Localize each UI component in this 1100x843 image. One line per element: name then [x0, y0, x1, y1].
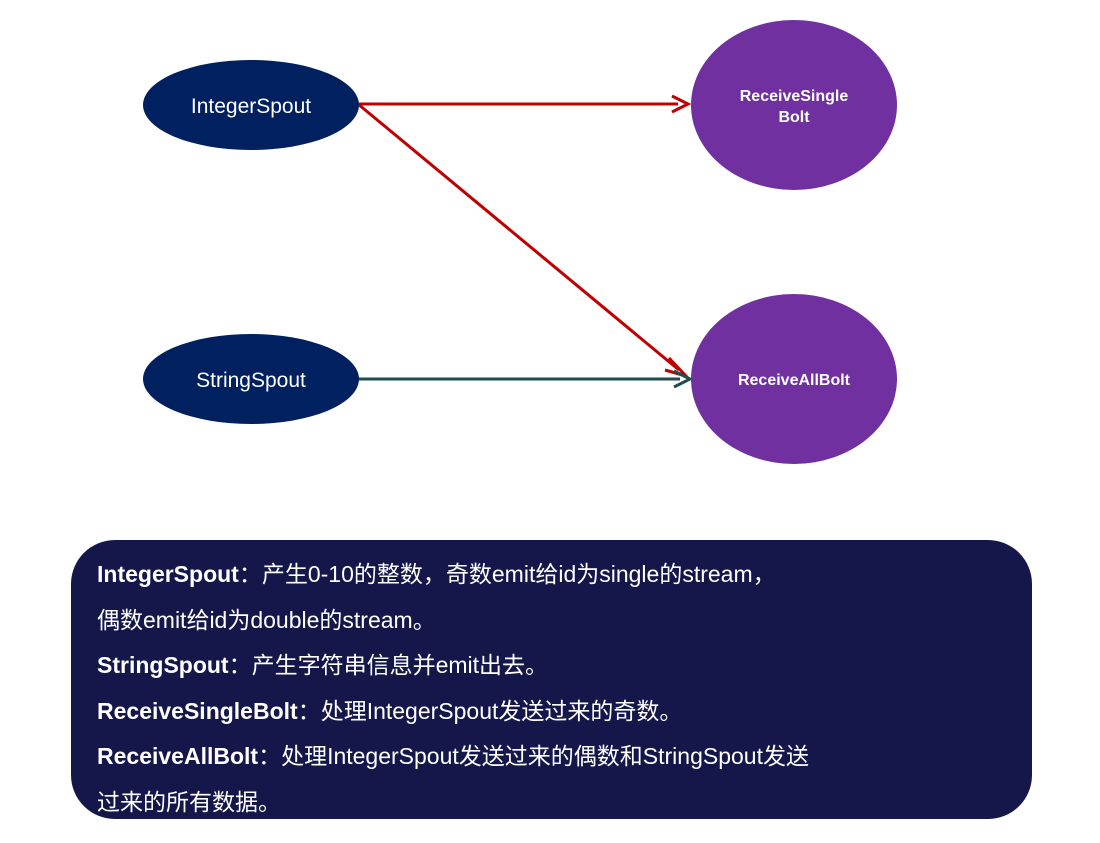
node-receivesinglebolt-label-line1: ReceiveSingle [740, 88, 849, 105]
description-term: IntegerSpout [97, 561, 239, 587]
node-receivesinglebolt: ReceiveSingle Bolt [691, 20, 897, 190]
description-text: 过来的所有数据。 [97, 788, 281, 815]
edge-stringspout-to-receiveallbolt [358, 369, 694, 389]
description-text: 偶数emit给id为double的stream。 [97, 606, 436, 633]
arrowhead-icon [673, 369, 694, 389]
node-stringspout: StringSpout [143, 334, 359, 424]
description-term: ReceiveSingleBolt [97, 697, 298, 724]
node-integerspout-label: IntegerSpout [191, 95, 311, 118]
description-text: ：处理IntegerSpout发送过来的偶数和StringSpout发送 [258, 743, 809, 770]
node-stringspout-label: StringSpout [196, 369, 306, 392]
edge-integerspout-to-receiveallbolt [357, 102, 691, 379]
description-line: 过来的所有数据。 [97, 780, 1006, 826]
description-line: ReceiveAllBolt：处理IntegerSpout发送过来的偶数和Str… [97, 734, 1006, 780]
description-text: ：产生字符串信息并emit出去。 [228, 652, 549, 679]
description-term: StringSpout [97, 652, 229, 679]
description-line: StringSpout：产生字符串信息并emit出去。 [97, 643, 1006, 689]
description-line: ReceiveSingleBolt：处理IntegerSpout发送过来的奇数。 [97, 689, 1006, 735]
description-line: 偶数emit给id为double的stream。 [97, 598, 1006, 644]
edge-integerspout-to-receivesinglebolt [358, 94, 692, 114]
topology-diagram: IntegerSpout StringSpout ReceiveSingle B… [143, 20, 897, 464]
description-term: ReceiveAllBolt [97, 743, 259, 770]
arrowhead-icon [671, 94, 692, 114]
description-text: ：处理IntegerSpout发送过来的奇数。 [297, 697, 683, 724]
node-receiveallbolt: ReceiveAllBolt [691, 294, 897, 464]
node-receiveallbolt-label: ReceiveAllBolt [738, 372, 851, 389]
description-line: IntegerSpout：产生0-10的整数，奇数emit给id为single的… [97, 552, 1006, 598]
node-integerspout: IntegerSpout [143, 60, 359, 150]
description-box: IntegerSpout：产生0-10的整数，奇数emit给id为single的… [71, 540, 1032, 819]
description-text: ：产生0-10的整数，奇数emit给id为single的stream， [238, 561, 776, 587]
node-receivesinglebolt-label-line2: Bolt [778, 109, 810, 126]
